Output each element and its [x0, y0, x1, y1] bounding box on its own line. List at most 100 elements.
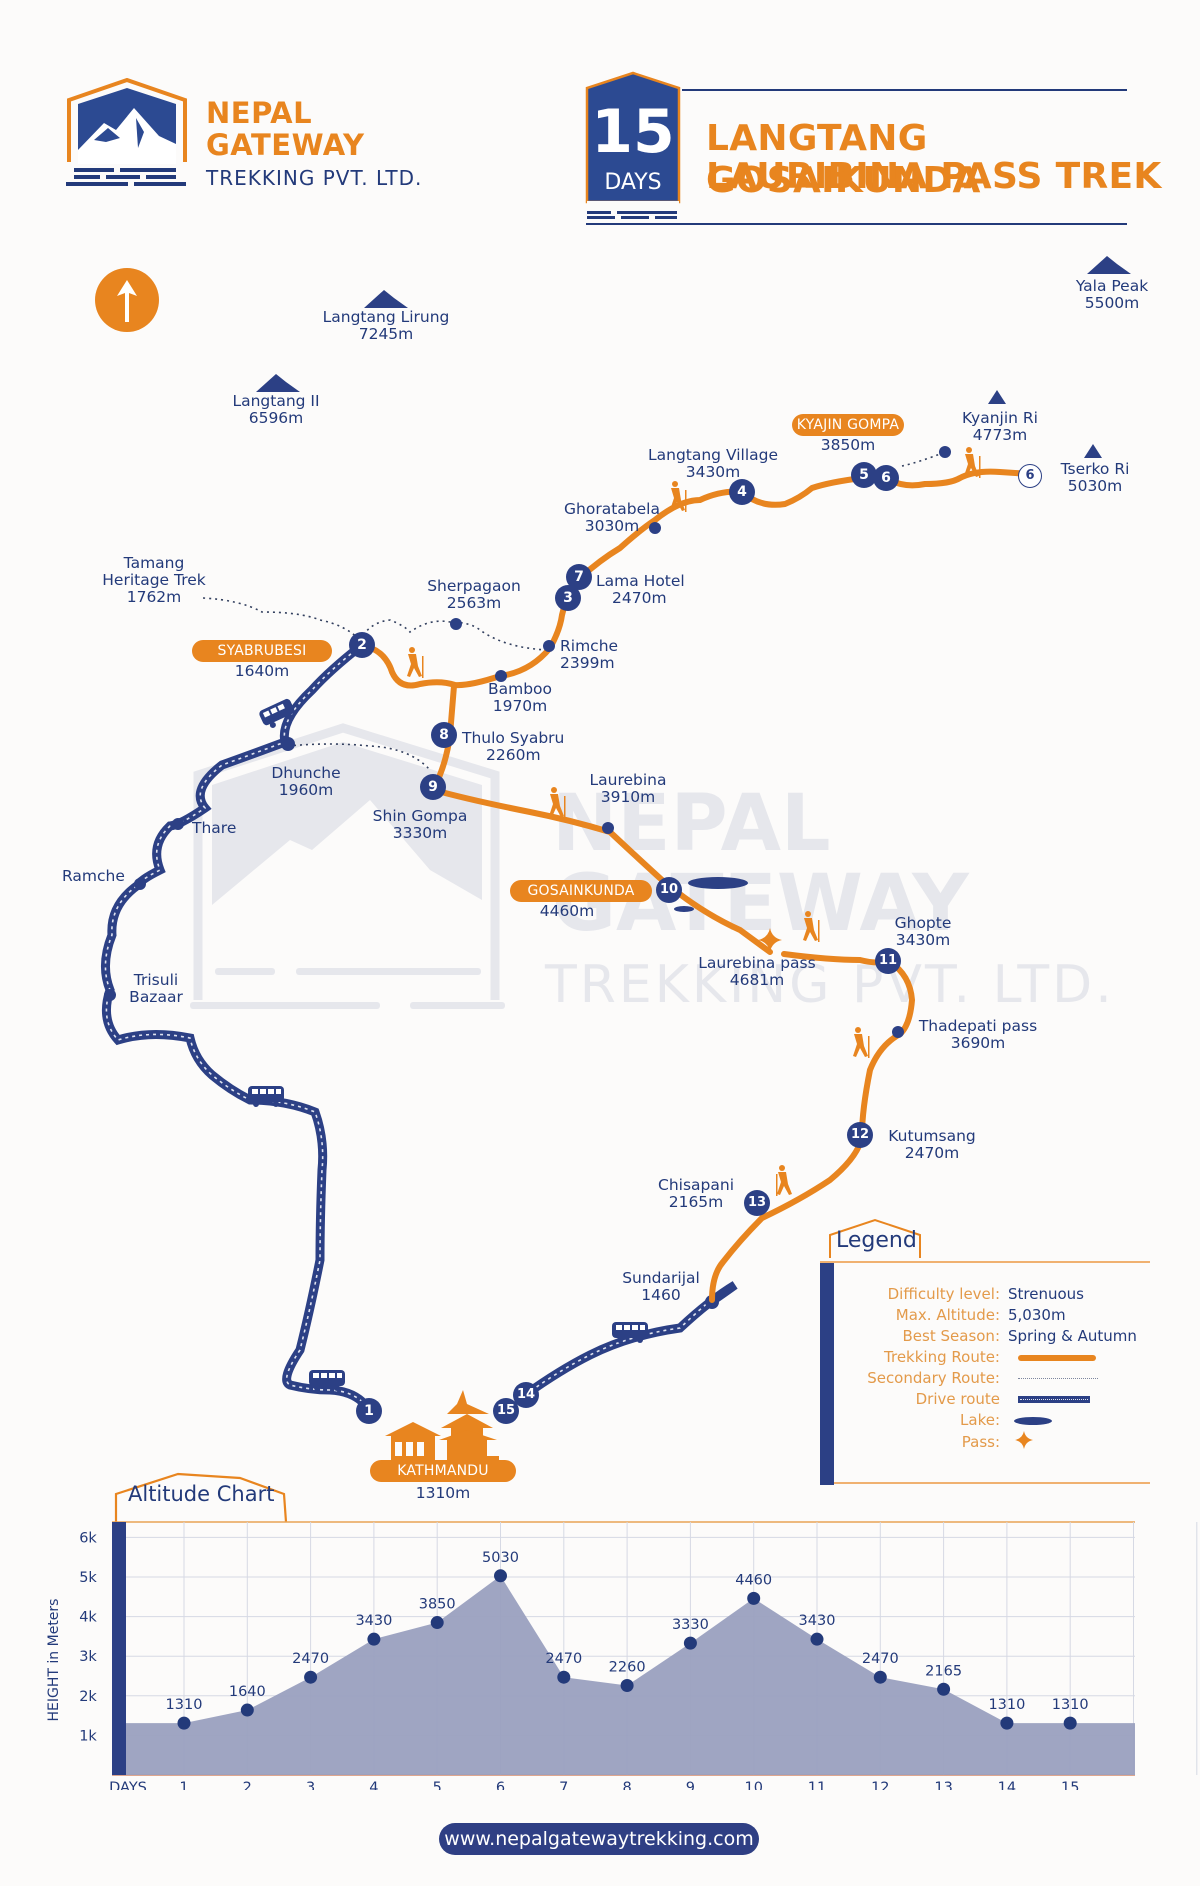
- day-marker-6[interactable]: 6: [873, 465, 899, 491]
- lake-icon: [688, 877, 748, 889]
- brand-logo: [64, 77, 189, 188]
- x-tick: 6: [496, 1780, 505, 1790]
- day-marker-10[interactable]: 10: [656, 877, 682, 903]
- lake-icon: [674, 906, 694, 912]
- y-tick: 2k: [79, 1689, 97, 1705]
- altitude-point: 4460: [735, 1572, 772, 1605]
- svg-text:4460: 4460: [735, 1572, 772, 1588]
- y-axis-label: HEIGHT in Meters: [46, 1599, 62, 1722]
- x-tick: 15: [1061, 1780, 1079, 1790]
- altitude-point: 1310: [166, 1697, 203, 1730]
- day-marker-2[interactable]: 2: [349, 632, 375, 658]
- svg-text:2470: 2470: [292, 1651, 329, 1667]
- secondary-routes: [202, 451, 946, 771]
- x-tick: 13: [934, 1780, 952, 1790]
- svg-text:5030: 5030: [482, 1550, 519, 1566]
- y-tick: 1k: [79, 1728, 97, 1744]
- legend-row-difficulty: Difficulty level:Strenuous: [887, 1285, 1084, 1303]
- day-marker-4[interactable]: 4: [729, 479, 755, 505]
- legend-row-pass: Pass:: [850, 1430, 1150, 1451]
- altitude-point: 1640: [229, 1684, 266, 1717]
- y-tick: 6k: [79, 1530, 97, 1546]
- x-axis-label: DAYS: [109, 1780, 147, 1790]
- day-marker-6-tserko[interactable]: 6: [1018, 464, 1042, 488]
- days-label: DAYS: [604, 170, 662, 195]
- svg-text:1310: 1310: [988, 1697, 1025, 1713]
- trek-title-line2: LAURIBINA PASS TREK: [706, 156, 1162, 197]
- place-kathmandu-alt: 1310m: [415, 1484, 471, 1502]
- legend-title: Legend: [836, 1228, 917, 1253]
- svg-text:2470: 2470: [862, 1651, 899, 1667]
- place-syabrubesi-alt: 1640m: [234, 662, 290, 680]
- temple-icon: [385, 1390, 499, 1462]
- x-tick: 1: [179, 1780, 188, 1790]
- bus-icon: [612, 1322, 648, 1343]
- x-tick: 10: [744, 1780, 762, 1790]
- legend-row-drive-route: Drive route: [850, 1388, 1150, 1409]
- svg-text:3330: 3330: [672, 1617, 709, 1633]
- brand-name-line1: NEPAL: [206, 96, 313, 130]
- title-rule-top: [682, 89, 1127, 91]
- svg-text:3850: 3850: [419, 1597, 456, 1613]
- day-marker-13[interactable]: 13: [744, 1190, 770, 1216]
- altitude-area: [126, 1575, 1135, 1775]
- legend-row-max-altitude: Max. Altitude:5,030m: [895, 1306, 1066, 1324]
- mountain-icon: [364, 290, 408, 308]
- x-tick: 9: [686, 1780, 695, 1790]
- secondary-route-symbol-icon: [1018, 1378, 1098, 1379]
- hiker-icons: [407, 447, 981, 1196]
- bus-icons: [248, 698, 648, 1391]
- y-tick: 5k: [79, 1570, 97, 1586]
- x-tick: 2: [243, 1780, 252, 1790]
- day-marker-9[interactable]: 9: [420, 774, 446, 800]
- day-marker-12[interactable]: 12: [847, 1122, 873, 1148]
- svg-text:3430: 3430: [355, 1613, 392, 1629]
- altitude-point: 3330: [672, 1617, 709, 1650]
- x-tick: 8: [622, 1780, 631, 1790]
- y-tick: 3k: [79, 1649, 97, 1665]
- svg-text:3430: 3430: [799, 1613, 836, 1629]
- day-marker-5[interactable]: 5: [851, 462, 877, 488]
- day-marker-8[interactable]: 8: [431, 722, 457, 748]
- brand-name-line2: GATEWAY: [206, 128, 365, 162]
- svg-text:1310: 1310: [166, 1697, 203, 1713]
- altitude-chart-title: Altitude Chart: [128, 1482, 275, 1506]
- bus-icon: [309, 1370, 345, 1391]
- place-gosainkunda-alt: 4460m: [539, 902, 595, 920]
- website-link[interactable]: www.nepalgatewaytrekking.com: [439, 1823, 759, 1855]
- day-marker-11[interactable]: 11: [875, 948, 901, 974]
- day-marker-15[interactable]: 15: [493, 1398, 519, 1424]
- triangle-peak-icon: [1084, 444, 1102, 458]
- mountain-logo-icon: [66, 77, 187, 186]
- legend-row-best-season: Best Season:Spring & Autumn: [902, 1327, 1137, 1345]
- x-tick: 11: [808, 1780, 826, 1790]
- watermark-logo-icon: [190, 723, 505, 1009]
- x-tick: 12: [871, 1780, 889, 1790]
- x-tick: 5: [433, 1780, 442, 1790]
- pass-icon: [1014, 1430, 1034, 1455]
- peak-icons: [256, 256, 1131, 458]
- day-marker-1[interactable]: 1: [356, 1398, 382, 1424]
- place-kyajin-gompa-pill: KYAJIN GOMPA: [792, 414, 904, 436]
- svg-text:2165: 2165: [925, 1663, 962, 1679]
- svg-text:1310: 1310: [1052, 1697, 1089, 1713]
- day-marker-7[interactable]: 7: [566, 564, 592, 590]
- days-badge: 15 DAYS: [585, 70, 681, 225]
- legend: Legend Difficulty level:Strenuous Max. A…: [820, 1215, 1150, 1485]
- altitude-point: 2470: [292, 1651, 329, 1684]
- place-syabrubesi-pill: SYABRUBESI: [192, 640, 332, 662]
- drive-route-symbol-icon: [1018, 1396, 1090, 1403]
- altitude-point: 2165: [925, 1663, 962, 1696]
- altitude-point: 3850: [419, 1597, 456, 1630]
